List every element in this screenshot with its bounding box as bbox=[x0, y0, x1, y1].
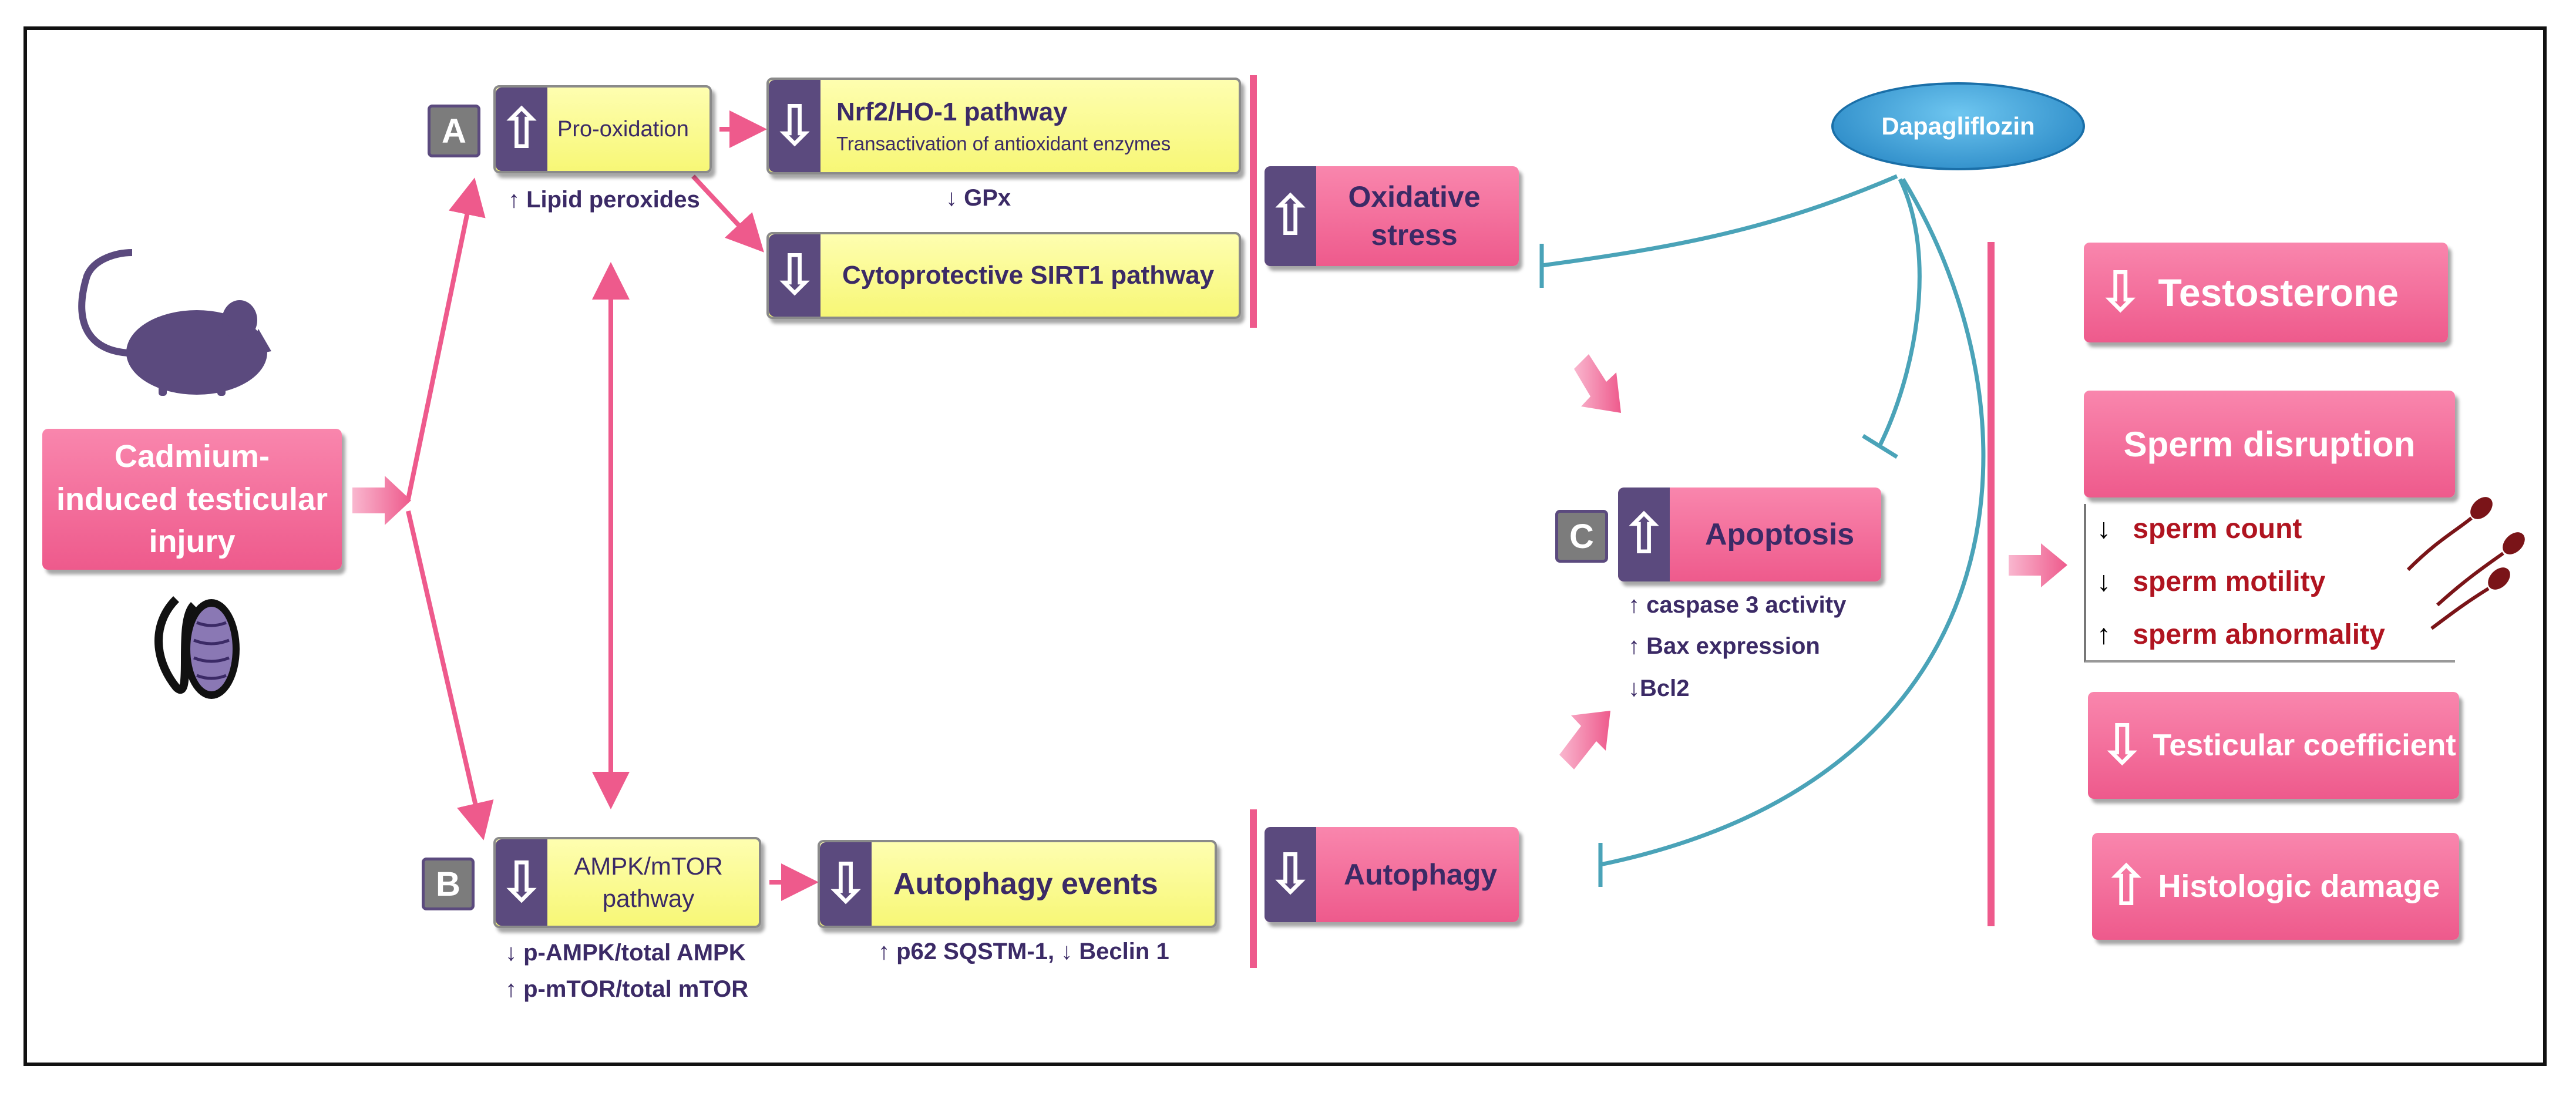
gpx-note: ↓ GPx bbox=[946, 185, 1011, 211]
block-arrow-to-outcomes bbox=[2009, 543, 2067, 587]
autophagy-box: ⇩ Autophagy bbox=[1265, 827, 1519, 922]
autophagy-events-label: Autophagy events bbox=[893, 867, 1158, 901]
branch-label-a: A bbox=[428, 105, 480, 157]
sperm-disruption-box: Sperm disruption bbox=[2084, 391, 2455, 497]
testicular-coefficient-box: ⇩ Testicular coefficient bbox=[2088, 692, 2459, 799]
block-arrow-autophagy-to-apoptosis bbox=[1559, 711, 1610, 769]
arrow-prooxidation-to-sirt1 bbox=[691, 174, 764, 253]
branch-label-c: C bbox=[1555, 510, 1608, 563]
autophagy-events-box: ⇩ Autophagy events bbox=[818, 840, 1217, 928]
apoptosis-label: Apoptosis bbox=[1705, 517, 1855, 552]
lipid-peroxides-note: ↑ Lipid peroxides bbox=[508, 187, 700, 213]
down-arrow-icon-coefficient: ⇩ bbox=[2099, 714, 2146, 776]
testosterone-label: Testosterone bbox=[2158, 271, 2399, 314]
nrf2-title: Nrf2/HO-1 pathway bbox=[836, 97, 1068, 126]
divider-outcomes bbox=[1988, 242, 1995, 926]
diagram-frame bbox=[23, 26, 2547, 1066]
autophagy-label: Autophagy bbox=[1344, 858, 1498, 891]
testis-icon bbox=[154, 596, 240, 699]
nrf2-box: ⇩ Nrf2/HO-1 pathway Transactivation of a… bbox=[766, 78, 1241, 174]
nrf2-subtitle: Transactivation of antioxidant enzymes bbox=[836, 132, 1171, 154]
oxidative-stress-label: Oxidative stress bbox=[1348, 180, 1481, 251]
up-arrow-icon-histologic: ⇧ bbox=[2103, 855, 2150, 917]
down-arrow-icon-autophagy: ⇩ bbox=[1265, 827, 1316, 922]
histologic-damage-box: ⇧ Histologic damage bbox=[2092, 833, 2459, 940]
apoptosis-box: ⇧ Apoptosis bbox=[1618, 488, 1881, 581]
sperm-details-panel: ↓ sperm count ↓ sperm motility ↑ sperm a… bbox=[2084, 504, 2455, 663]
down-arrow-icon-count: ↓ bbox=[2097, 513, 2111, 544]
testicular-coefficient-label: Testicular coefficient bbox=[2153, 728, 2456, 762]
sperm-count-label: sperm count bbox=[2133, 513, 2302, 544]
down-arrow-icon-motility: ↓ bbox=[2097, 566, 2111, 597]
inhibit-apoptosis-line bbox=[1877, 178, 1922, 448]
drug-ellipse: Dapagliflozin bbox=[1831, 82, 2085, 170]
sperm-motility-row: ↓ sperm motility bbox=[2097, 566, 2325, 598]
cause-label: Cadmium-induced testicular injury bbox=[56, 438, 328, 560]
up-arrow-icon: ⇧ bbox=[496, 88, 547, 171]
testosterone-box: ⇩ Testosterone bbox=[2084, 243, 2448, 342]
ampk-note-1: ↓ p-AMPK/total AMPK bbox=[505, 940, 746, 966]
pro-oxidation-label: Pro-oxidation bbox=[557, 116, 689, 142]
inhibit-autophagy-line bbox=[1600, 178, 1986, 867]
ampk-label: AMPK/mTOR pathway bbox=[574, 852, 723, 912]
up-arrow-icon-oxidative: ⇧ bbox=[1265, 166, 1316, 266]
sperm-motility-label: sperm motility bbox=[2133, 566, 2326, 597]
down-arrow-icon-testosterone: ⇩ bbox=[2097, 261, 2144, 324]
inhibit-apoptosis-bar bbox=[1862, 434, 1898, 459]
histologic-damage-label: Histologic damage bbox=[2158, 869, 2440, 904]
mouse-icon bbox=[78, 249, 271, 396]
apoptosis-note-1: ↑ caspase 3 activity bbox=[1628, 592, 1847, 618]
inhibit-oxidative-stress-line bbox=[1541, 174, 1898, 268]
branch-label-b: B bbox=[422, 858, 475, 910]
down-arrow-icon-autophagy-events: ⇩ bbox=[820, 842, 872, 926]
arrow-to-branch-b bbox=[406, 510, 494, 841]
pro-oxidation-box: ⇧ Pro-oxidation bbox=[493, 85, 712, 173]
sirt1-box: ⇩ Cytoprotective SIRT1 pathway bbox=[766, 232, 1241, 319]
sperm-count-row: ↓ sperm count bbox=[2097, 513, 2302, 545]
down-arrow-icon-ampk: ⇩ bbox=[496, 839, 547, 926]
sperm-abnormality-label: sperm abnormality bbox=[2133, 619, 2385, 650]
drug-label: Dapagliflozin bbox=[1881, 112, 2035, 140]
up-arrow-icon-abnormality: ↑ bbox=[2097, 619, 2111, 650]
up-arrow-icon-apoptosis: ⇧ bbox=[1618, 488, 1670, 581]
oxidative-stress-box: ⇧ Oxidative stress bbox=[1265, 166, 1519, 266]
block-arrow-from-cause bbox=[352, 476, 411, 525]
divider-a bbox=[1250, 75, 1257, 328]
down-arrow-icon-sirt1: ⇩ bbox=[769, 234, 820, 317]
sperm-icon bbox=[2406, 497, 2525, 630]
divider-b bbox=[1250, 809, 1257, 968]
autophagy-events-note: ↑ p62 SQSTM-1, ↓ Beclin 1 bbox=[878, 939, 1169, 964]
sirt1-label: Cytoprotective SIRT1 pathway bbox=[842, 261, 1215, 290]
arrow-to-branch-a bbox=[406, 177, 486, 500]
sperm-disruption-label: Sperm disruption bbox=[2123, 424, 2416, 464]
apoptosis-note-3: ↓Bcl2 bbox=[1628, 675, 1690, 701]
apoptosis-note-2: ↑ Bax expression bbox=[1628, 633, 1820, 659]
down-arrow-icon: ⇩ bbox=[769, 80, 820, 172]
cause-box: Cadmium-induced testicular injury bbox=[42, 429, 342, 570]
sperm-abnormality-row: ↑ sperm abnormality bbox=[2097, 618, 2385, 651]
ampk-note-2: ↑ p-mTOR/total mTOR bbox=[505, 976, 749, 1002]
block-arrow-oxidative-to-apoptosis bbox=[1574, 354, 1621, 413]
ampk-box: ⇩ AMPK/mTOR pathway bbox=[493, 837, 761, 928]
